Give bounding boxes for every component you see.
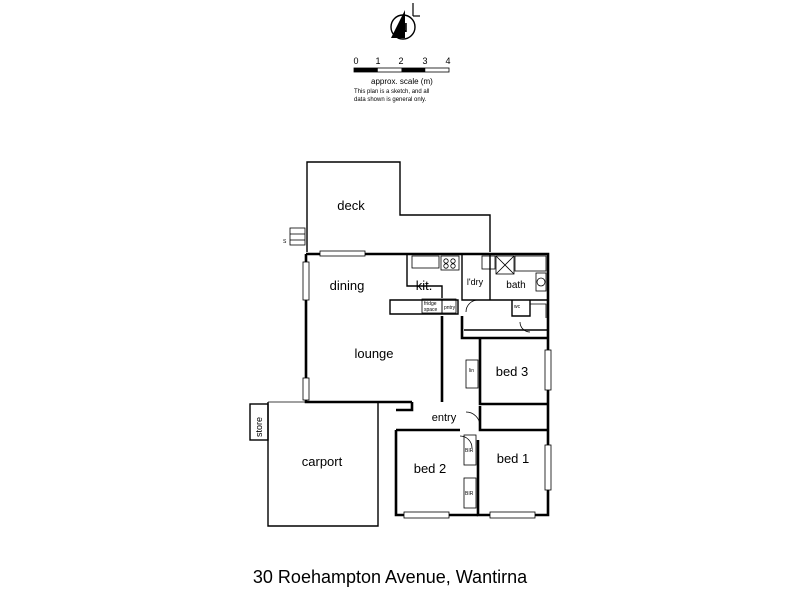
room-label-entry: entry — [432, 412, 457, 424]
scale-note-1: This plan is a sketch, and all — [354, 89, 429, 95]
scale-tick-0: 0 — [353, 56, 358, 66]
scale-tick-2: 2 — [398, 56, 403, 66]
scale-tick-4: 4 — [445, 56, 450, 66]
scale-tick-1: 1 — [375, 56, 380, 66]
robe-label-bed2: BIR — [465, 491, 474, 497]
scale-bar: 0 1 2 3 4 approx. scale (m) This plan is… — [353, 56, 450, 103]
north-arrow-icon: N — [390, 3, 420, 40]
room-label-bed3: bed 3 — [496, 364, 529, 379]
scale-caption: approx. scale (m) — [371, 77, 433, 86]
fridge-label-2: space — [424, 307, 438, 313]
scale-tick-3: 3 — [422, 56, 427, 66]
room-label-laundry: l'dry — [467, 277, 484, 287]
wc-label: wc — [514, 304, 521, 310]
room-label-carport: carport — [302, 454, 343, 469]
room-label-lounge: lounge — [354, 346, 393, 361]
pantry-label: pntry — [444, 305, 456, 311]
fridge-label-1: fridge — [424, 301, 437, 307]
deck-steps: S — [283, 227, 306, 246]
deck-outline: deck — [306, 161, 491, 252]
address-caption: 30 Roehampton Avenue, Wantirna — [253, 567, 528, 587]
north-letter: N — [398, 20, 407, 35]
room-label-bed2: bed 2 — [414, 461, 447, 476]
room-label-bath: bath — [506, 280, 525, 291]
linen-label: lin — [469, 368, 474, 374]
house-walls: fridge space pntry wc lin — [302, 250, 552, 519]
room-label-store: store — [254, 417, 264, 437]
carport-outline: store — [249, 401, 379, 527]
room-label-bed1: bed 1 — [497, 451, 530, 466]
room-label-deck: deck — [337, 198, 365, 213]
step-label: S — [283, 239, 287, 245]
room-label-dining: dining — [330, 278, 365, 293]
robe-label-bed1: BIR — [465, 448, 474, 454]
room-label-kitchen: kit. — [416, 278, 433, 293]
scale-note-2: data shown is general only. — [354, 97, 427, 103]
